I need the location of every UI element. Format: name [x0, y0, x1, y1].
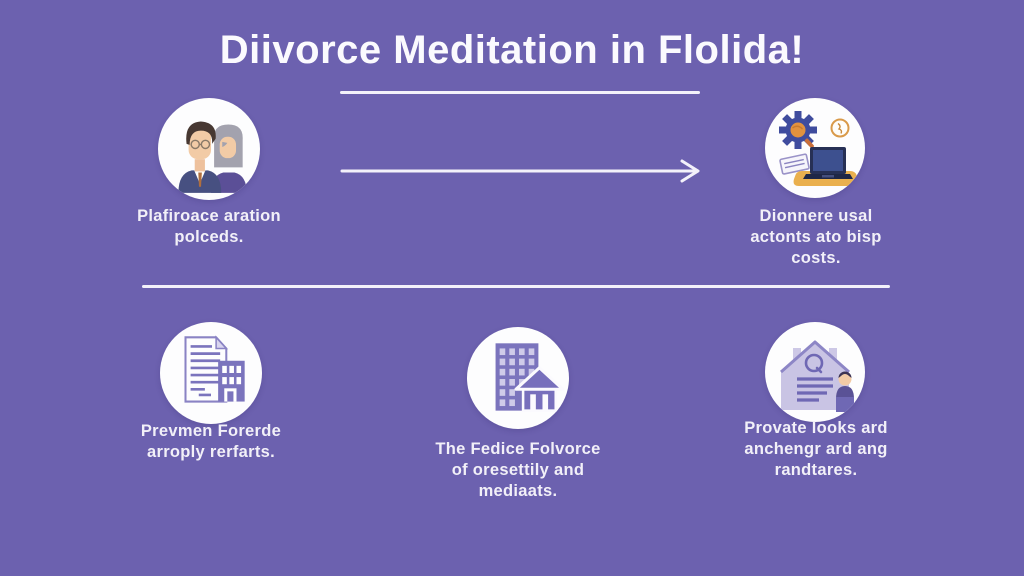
envelope-icon — [779, 153, 810, 175]
caption-top-right: Dionnere usal actonts ato bisp costs. — [750, 207, 882, 267]
person-icon — [836, 371, 854, 412]
icon-circle-top-right — [765, 98, 865, 198]
icon-circle-top-left — [158, 98, 260, 200]
right-arrow-icon — [340, 159, 700, 183]
caption-bottom-left: Prevmen Forerde arroply rerfarts. — [140, 422, 282, 461]
house-contract-person-icon — [780, 340, 854, 412]
office-building-house-icon — [495, 343, 565, 412]
computer-gear-clock-icon — [779, 111, 859, 186]
document-building-icon — [184, 335, 245, 403]
page-title: Diivorce Meditation in Flolida! — [219, 28, 805, 72]
icon-circle-bottom-center — [467, 327, 569, 429]
title-underline — [340, 91, 700, 94]
caption-bottom-center: The Fedice Folvorce of oresettily and me… — [435, 440, 601, 500]
caption-top-left: Plafiroace aration polceds. — [137, 207, 281, 246]
icon-circle-bottom-right — [765, 322, 865, 422]
couple-icon — [178, 121, 247, 193]
caption-bottom-right: Provate looks ard anchengr ard ang randt… — [744, 419, 888, 479]
section-divider — [142, 285, 890, 288]
icon-circle-bottom-left — [160, 322, 262, 424]
